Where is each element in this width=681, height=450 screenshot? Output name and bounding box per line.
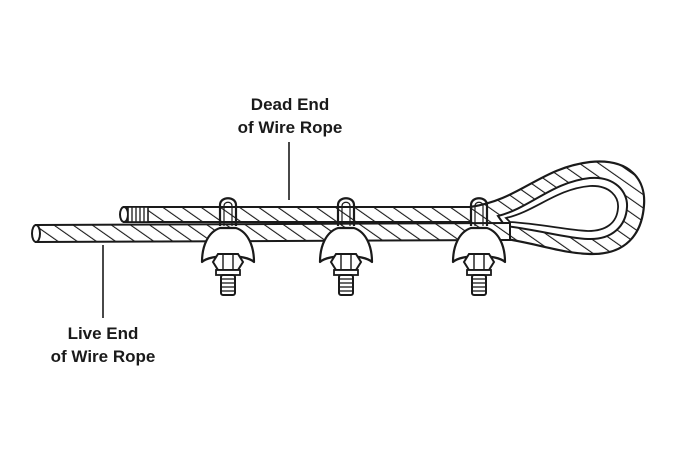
wire-rope-clip (200, 197, 256, 296)
dead-end-label-line1: Dead End (250, 95, 330, 114)
wire-rope-clip (318, 197, 374, 296)
seizing-wrap (127, 206, 149, 223)
thimble (504, 185, 619, 232)
dead-end-label: Dead End of Wire Rope (215, 93, 365, 139)
wire-rope-clip (451, 197, 507, 296)
live-end-label-line2: of Wire Rope (50, 347, 156, 366)
rope-eye-loop (469, 160, 646, 256)
dead-end-rope (119, 206, 481, 223)
live-end-label-line1: Live End (67, 324, 139, 343)
live-end-label: Live End of Wire Rope (28, 322, 178, 368)
live-end-rope (31, 221, 511, 244)
dead-end-label-line2: of Wire Rope (237, 118, 343, 137)
wire-rope-clips (200, 197, 507, 296)
